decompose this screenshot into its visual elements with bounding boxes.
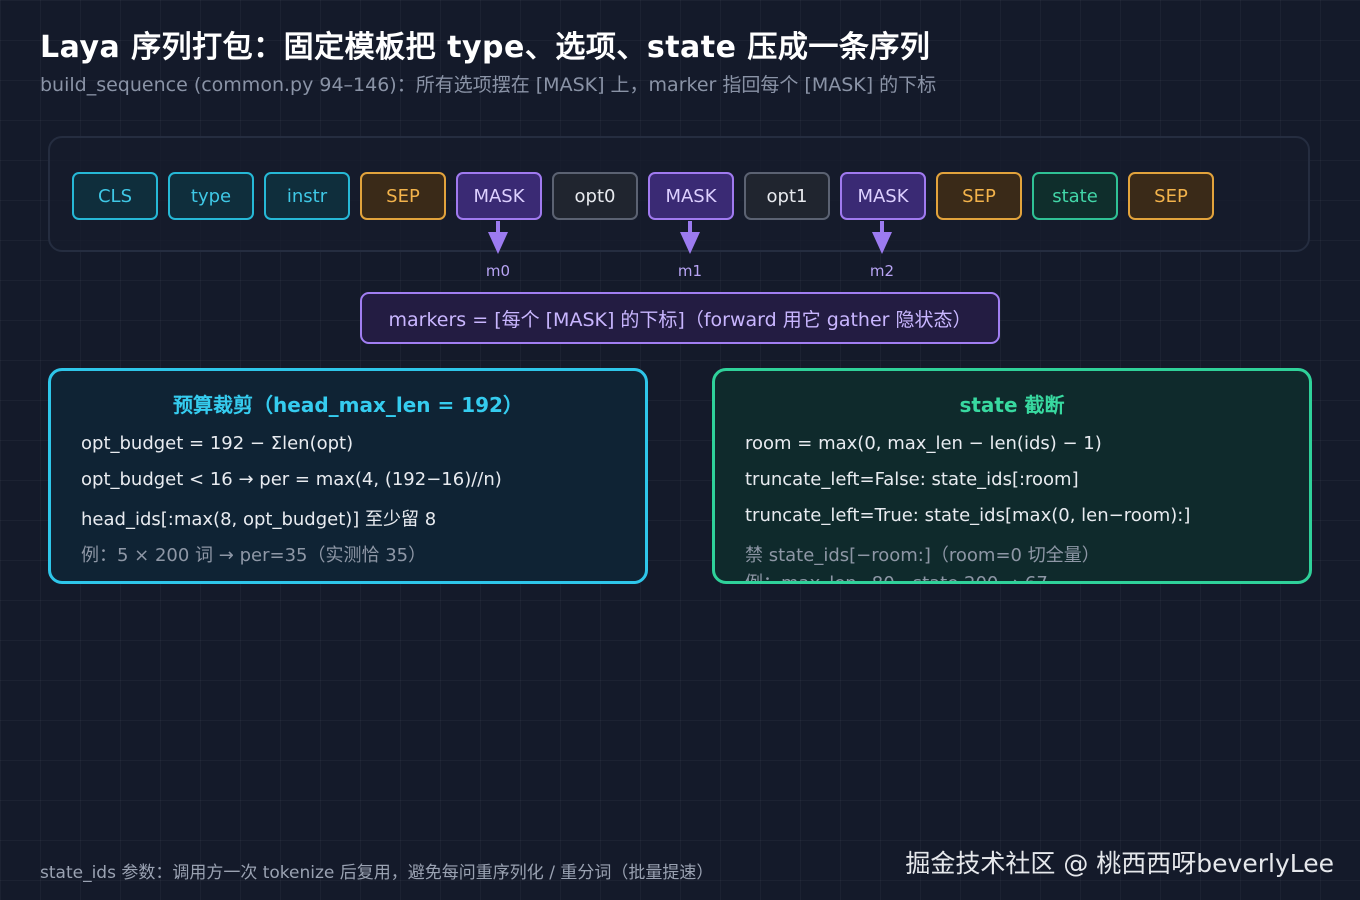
- state-card-title: state 截断: [959, 393, 1065, 417]
- marker-label-m0: m0: [485, 262, 511, 280]
- state-line: truncate_left=True: state_ids[max(0, len…: [745, 505, 1191, 526]
- token-sep: SEP: [1128, 172, 1214, 220]
- page-subtitle: build_sequence (common.py 94–146)：所有选项摆在…: [40, 74, 937, 96]
- budget-line: opt_budget = 192 − Σlen(opt): [81, 433, 354, 454]
- token-mask: MASK: [456, 172, 542, 220]
- page-title: Laya 序列打包：固定模板把 type、选项、state 压成一条序列: [40, 30, 931, 65]
- state-card: state 截断 room = max(0, max_len − len(ids…: [712, 368, 1312, 584]
- budget-card: 预算裁剪（head_max_len = 192） opt_budget = 19…: [48, 368, 648, 584]
- footer-note: state_ids 参数：调用方一次 tokenize 后复用，避免每问重序列化…: [40, 863, 714, 883]
- token-mask: MASK: [840, 172, 926, 220]
- state-example: 例：max_len=80，state 200 → 67: [745, 573, 1048, 584]
- token-mask: MASK: [648, 172, 734, 220]
- marker-label-m1: m1: [677, 262, 703, 280]
- token-sep: SEP: [936, 172, 1022, 220]
- markers-box: markers = [每个 [MASK] 的下标]（forward 用它 gat…: [360, 292, 1000, 344]
- budget-line: opt_budget < 16 → per = max(4, (192−16)/…: [81, 469, 502, 490]
- token-opt1: opt1: [744, 172, 830, 220]
- watermark: 掘金技术社区 @ 桃西西呀beverlyLee: [905, 849, 1334, 878]
- budget-card-title: 预算裁剪（head_max_len = 192）: [173, 393, 523, 417]
- budget-example: 例：5 × 200 词 → per=35（实测恰 35）: [81, 545, 427, 566]
- token-type: type: [168, 172, 254, 220]
- token-cls: CLS: [72, 172, 158, 220]
- state-note: 禁 state_ids[−room:]（room=0 切全量）: [745, 545, 1100, 566]
- state-line: room = max(0, max_len − len(ids) − 1): [745, 433, 1102, 454]
- marker-label-m2: m2: [869, 262, 895, 280]
- token-instr: instr: [264, 172, 350, 220]
- token-opt0: opt0: [552, 172, 638, 220]
- token-sep: SEP: [360, 172, 446, 220]
- token-state: state: [1032, 172, 1118, 220]
- budget-line: head_ids[:max(8, opt_budget)] 至少留 8: [81, 509, 437, 530]
- state-line: truncate_left=False: state_ids[:room]: [745, 469, 1079, 490]
